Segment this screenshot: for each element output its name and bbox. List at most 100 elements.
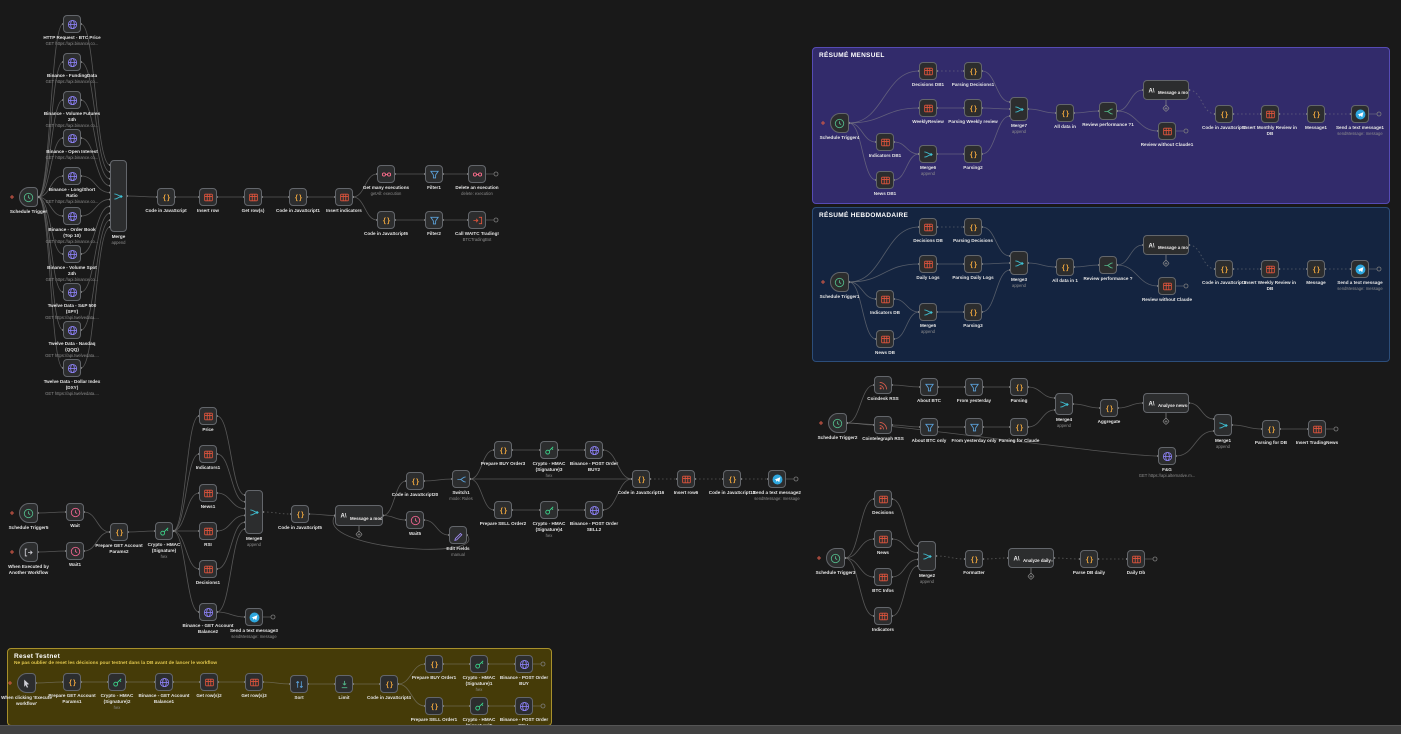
prepare-get-params1-node[interactable]: {} (63, 673, 81, 691)
schedule-trigger5-node[interactable] (19, 503, 38, 523)
filter1-node[interactable] (425, 165, 443, 183)
prepare-sell-order1-node[interactable]: {} (425, 697, 443, 715)
wait5-node[interactable] (406, 511, 424, 529)
post-order-sell2-node[interactable] (585, 501, 603, 519)
price-node[interactable] (199, 407, 217, 425)
indicators-db1-node[interactable] (876, 133, 894, 151)
merge7-node[interactable] (1010, 97, 1028, 121)
decisions-node[interactable] (874, 490, 892, 508)
send-text-message-node[interactable] (1351, 260, 1369, 278)
parsing-node[interactable]: {} (1010, 378, 1028, 396)
wait-node[interactable] (66, 503, 84, 521)
twelve-dxy-node[interactable] (63, 359, 81, 377)
get-rows3-node[interactable] (245, 673, 263, 691)
message1-node[interactable]: {} (1307, 105, 1325, 123)
review-without-claude-node[interactable] (1158, 277, 1176, 295)
send-text-message2-node[interactable] (768, 470, 786, 488)
limit-node[interactable] (335, 675, 353, 693)
news-node[interactable] (874, 530, 892, 548)
get-many-executions-node[interactable] (377, 165, 395, 183)
get-rows2-node[interactable] (200, 673, 218, 691)
schedule-trigger-node[interactable] (19, 187, 38, 207)
filter2-node[interactable] (425, 211, 443, 229)
binance-open-interest-node[interactable] (63, 129, 81, 147)
post-order-buy2-node[interactable] (585, 441, 603, 459)
review-performance-node[interactable] (1099, 256, 1117, 274)
news1-node[interactable] (199, 484, 217, 502)
edit-fields-node[interactable] (449, 526, 467, 544)
crypto-hmac1-node[interactable] (470, 655, 488, 673)
analyse-news-node[interactable]: A\Analyse newsmessage: text (1143, 393, 1189, 413)
all-data-in-node[interactable]: {} (1056, 104, 1074, 122)
delete-execution-node[interactable] (468, 165, 486, 183)
weeklyreview-node[interactable] (919, 99, 937, 117)
merge8-node[interactable] (245, 490, 263, 534)
insert-row6-node[interactable] (677, 470, 695, 488)
code-js1-node[interactable]: {} (289, 188, 307, 206)
code-js6-node[interactable]: {} (377, 211, 395, 229)
send-text-message1-node[interactable] (1351, 105, 1369, 123)
http-btc-price-node[interactable] (63, 15, 81, 33)
news-db1-node[interactable] (876, 171, 894, 189)
message-a-model1-node[interactable]: A\Message a model1message: text (1143, 80, 1189, 100)
schedule-trigger2-node[interactable] (828, 413, 847, 433)
send-text-message3-node[interactable] (245, 608, 263, 626)
indicators-db-node[interactable] (876, 290, 894, 308)
code-js16-node[interactable]: {} (632, 470, 650, 488)
news-db-node[interactable] (876, 330, 894, 348)
crypto-hmac2-node[interactable] (108, 673, 126, 691)
message-a-model-node[interactable]: A\Message a modelmessage: text (1143, 235, 1189, 255)
parsing-decisions1-node[interactable]: {} (964, 62, 982, 80)
formatter-node[interactable]: {} (965, 550, 983, 568)
code-js5-node[interactable]: {} (291, 505, 309, 523)
binance-volume-spot-node[interactable] (63, 245, 81, 263)
cointelegraph-rss-node[interactable] (874, 416, 892, 434)
crypto-hmac-node[interactable] (155, 522, 173, 540)
get-account-balance1-node[interactable] (155, 673, 173, 691)
switch1-node[interactable] (452, 470, 470, 488)
when-executed-node[interactable] (19, 542, 38, 562)
binance-fundingdata-node[interactable] (63, 53, 81, 71)
merge1-node[interactable] (1214, 414, 1232, 436)
daily-logs-node[interactable] (919, 255, 937, 273)
decisions-db-node[interactable] (919, 218, 937, 236)
merge6-node[interactable] (919, 145, 937, 163)
crypto-hmac4-node[interactable] (540, 501, 558, 519)
code-js2-node[interactable]: {} (1215, 105, 1233, 123)
parsing2-node[interactable]: {} (964, 145, 982, 163)
parsing3-node[interactable]: {} (964, 303, 982, 321)
parsing-daily-logs-node[interactable]: {} (964, 255, 982, 273)
decisions1-node[interactable] (199, 560, 217, 578)
parse-db-daily-node[interactable]: {} (1080, 550, 1098, 568)
btc-infos-node[interactable] (874, 568, 892, 586)
code-js4-node[interactable]: {} (380, 675, 398, 693)
merge3-node[interactable] (1010, 251, 1028, 275)
merge5-node[interactable] (919, 303, 937, 321)
parsing-weekly-review-node[interactable]: {} (964, 99, 982, 117)
fg-node[interactable] (1158, 447, 1176, 465)
code-js18-node[interactable]: {} (723, 470, 741, 488)
binance-orderbook-node[interactable] (63, 207, 81, 225)
get-account-balance2-node[interactable] (199, 603, 217, 621)
from-yesterday-node[interactable] (965, 378, 983, 396)
manual-trigger-node[interactable] (17, 673, 36, 693)
prepare-sell-order2-node[interactable]: {} (494, 501, 512, 519)
insert-tradingnews-node[interactable] (1308, 420, 1326, 438)
prepare-get-params2-node[interactable]: {} (110, 523, 128, 541)
horizontal-scrollbar[interactable] (0, 725, 1401, 734)
about-btc-node[interactable] (920, 378, 938, 396)
schedule-trigger3-node[interactable] (826, 548, 845, 568)
post-order-buy-node[interactable] (515, 655, 533, 673)
daily-db-node[interactable] (1127, 550, 1145, 568)
group-resume-hebdomadaire[interactable]: RÉSUMÉ HEBDOMADAIRE (812, 207, 1390, 362)
code-js-node[interactable]: {} (157, 188, 175, 206)
insert-weekly-review-node[interactable] (1261, 260, 1279, 278)
insert-row-node[interactable] (199, 188, 217, 206)
get-rows-node[interactable] (244, 188, 262, 206)
schedule-trigger1-node[interactable] (830, 272, 849, 292)
from-yesterday-only-node[interactable] (965, 418, 983, 436)
insert-indicators-node[interactable] (335, 188, 353, 206)
merge4-node[interactable] (1055, 393, 1073, 415)
merge2-node[interactable] (918, 541, 936, 571)
